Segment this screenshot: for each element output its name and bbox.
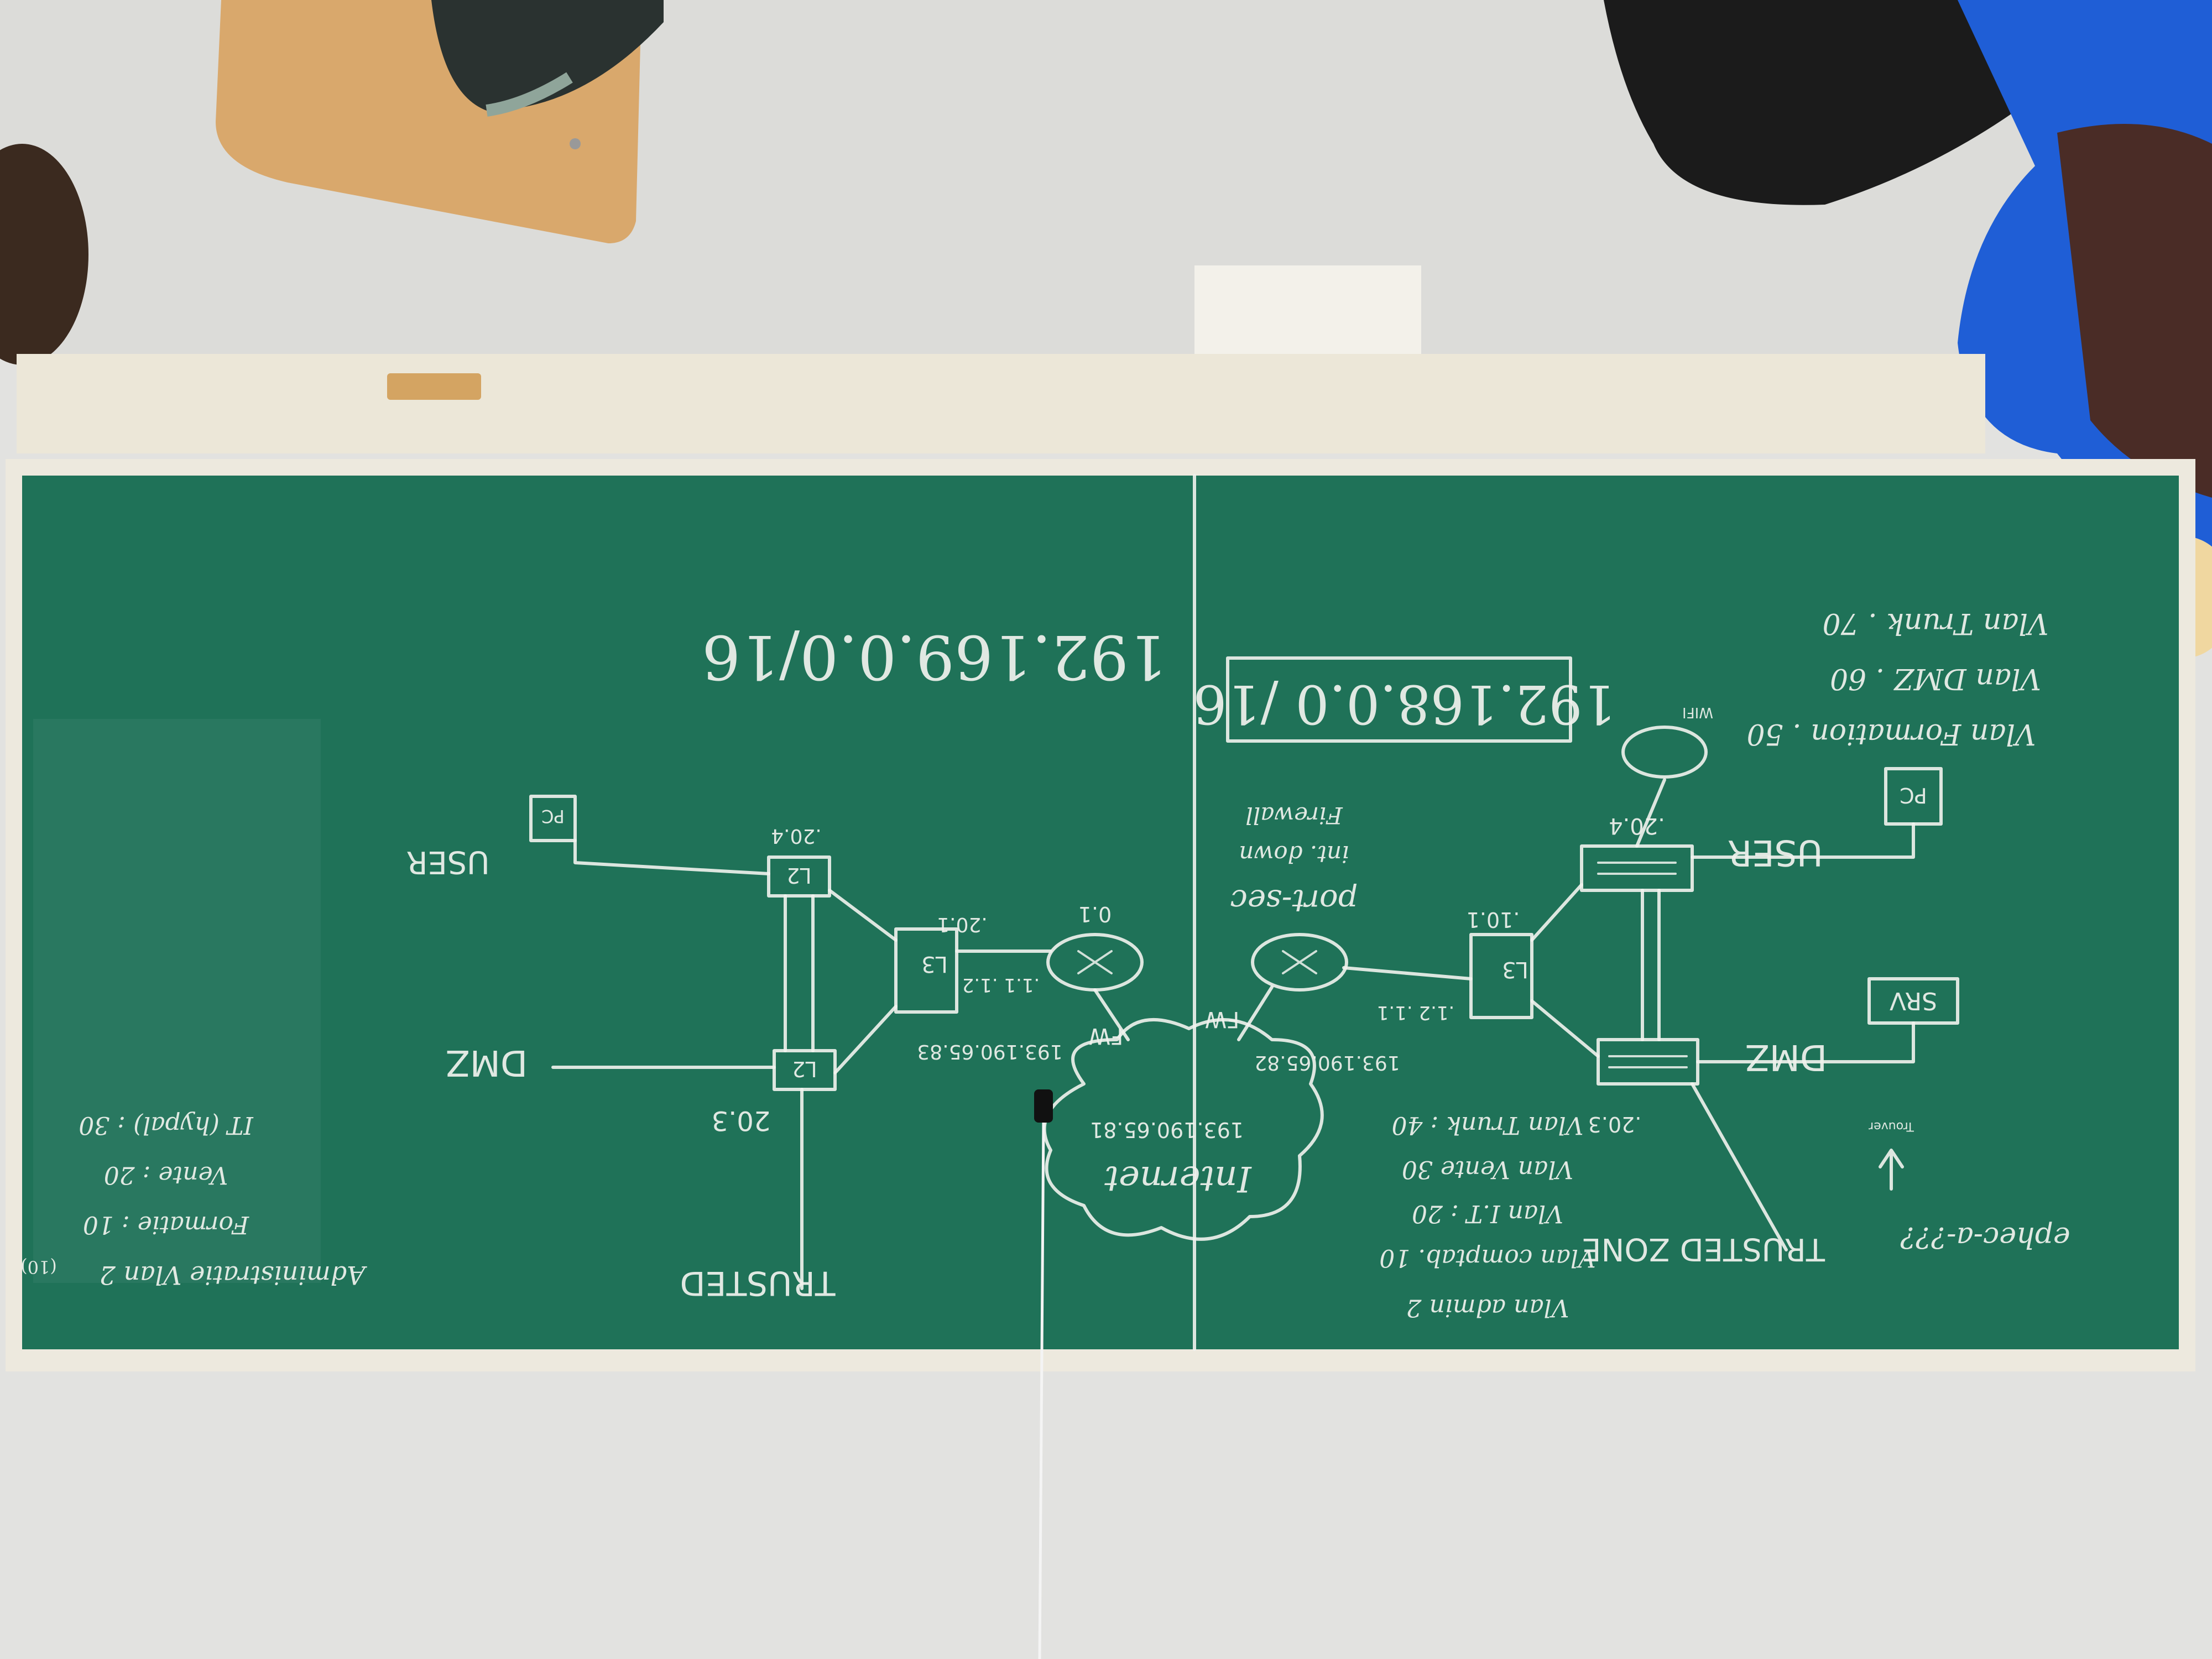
left-l3-box	[894, 927, 958, 1014]
right-wifi-label: WIFI	[1682, 704, 1713, 721]
marker-cap	[1034, 1089, 1053, 1123]
chalk-ledge	[17, 354, 1985, 453]
eraser	[387, 373, 481, 400]
board-smudge	[33, 719, 321, 1283]
right-fw-router	[1251, 933, 1348, 992]
right-vlan-right-0: Vlan Formation . 50	[1747, 717, 2036, 750]
left-l3-ip: .20.1	[937, 913, 988, 936]
internet-ip: 193.190.65.81	[1090, 1118, 1244, 1142]
right-network-box	[1226, 656, 1572, 743]
right-diagram: 192.168.0.0 /16 port-sec int. down Firew…	[1193, 607, 2070, 1322]
left-fw-label: FW	[1089, 1023, 1124, 1048]
left-vlan-item-0: Formatie : 10	[83, 1211, 249, 1239]
left-vlan-title: Administratie Vlan 2	[100, 1260, 368, 1290]
left-l2-bottom	[773, 1049, 837, 1091]
internet-cloud: Internet 193.190.65.81	[1034, 1018, 1324, 1659]
right-note-2: Firewall	[1245, 802, 1343, 829]
left-pc-box	[529, 795, 577, 842]
right-footer: ephec-a-???	[1900, 1220, 2070, 1254]
right-vlan-left-1: Vlan comptab. 10	[1379, 1244, 1595, 1272]
right-arrow	[1879, 1149, 1904, 1191]
left-l2-top-ip: .20.4	[771, 825, 822, 847]
right-switch-bottom-ip: .20.3	[1588, 1112, 1642, 1136]
internet-label: Internet	[1104, 1158, 1252, 1199]
right-vlan-right-2: Vlan Trunk . 70	[1823, 607, 2049, 640]
left-fw-ip: 0.1	[1078, 902, 1112, 926]
right-dmz-label: DMZ	[1745, 1036, 1827, 1077]
right-wifi-ap	[1621, 726, 1708, 779]
ledge-bracket	[1194, 265, 1421, 354]
right-network: 192.168.0.0 /16	[1193, 673, 1616, 735]
right-note-1: int. down	[1239, 841, 1349, 868]
right-wan-ip: 193.190.65.82	[1254, 1051, 1400, 1074]
right-fw-link-ip: .1.2 .1.1	[1377, 1001, 1455, 1024]
left-vlan-item-2: IT (hypal) : 30	[79, 1111, 254, 1139]
left-l2-top	[767, 855, 831, 898]
left-vlan-item-1: Vente : 20	[104, 1161, 228, 1189]
left-zone-label: TRUSTED	[680, 1264, 836, 1302]
left-wan-ip: 193.190.65.83	[917, 1040, 1062, 1063]
chair	[216, 0, 664, 243]
right-user-label: USER	[1728, 832, 1823, 873]
right-l3-label: L3	[1502, 957, 1528, 982]
right-vlan-left-4: Vlan Trunk : 40	[1392, 1111, 1584, 1139]
right-l3-box	[1469, 933, 1533, 1019]
right-zone-label: TRUSTED ZONE	[1582, 1231, 1825, 1267]
left-vlan-number: (10)	[20, 1256, 57, 1277]
left-user-label: USER	[406, 844, 490, 880]
right-note-0: port-sec	[1230, 883, 1358, 919]
right-vlan-left-0: Vlan admin 2	[1406, 1293, 1569, 1322]
right-vlan-right-1: Vlan DMZ . 60	[1830, 662, 2041, 695]
left-links	[551, 839, 1130, 1290]
chalkboard	[22, 476, 2179, 1349]
right-fw-label: FW	[1205, 1006, 1240, 1032]
left-fw-link-ip: .1.1 .1.2	[962, 974, 1040, 996]
cable	[1038, 1122, 1045, 1659]
left-dmz-label: DMZ	[446, 1042, 528, 1083]
left-diagram: 192.169.0.0/16 L3 L2 L2 PC .20.1 .1.1 .1…	[20, 622, 1167, 1302]
left-l2-bottom-label: L2	[792, 1057, 817, 1081]
left-l2-bottom-ip: 20.3	[712, 1105, 771, 1136]
right-l3-ip: .10.1	[1467, 907, 1520, 932]
left-l3-label: L3	[921, 951, 948, 977]
right-vlan-left-3: Vlan Vente 30	[1402, 1155, 1573, 1183]
person-hair-left	[0, 144, 88, 365]
right-pc-label: PC	[1900, 783, 1927, 807]
right-vlan-left-2: Vlan I.T : 20	[1412, 1199, 1563, 1228]
left-l2-top-label: L2	[786, 863, 811, 888]
right-links	[1237, 778, 1915, 1251]
left-pc-label: PC	[541, 806, 565, 827]
jacket	[1604, 0, 2057, 205]
right-arrow-note: Trouver	[1868, 1119, 1914, 1133]
right-switch-top-ip: .20.4	[1609, 813, 1665, 838]
left-network: 192.169.0.0/16	[702, 622, 1167, 692]
right-srv-label: SRV	[1890, 987, 1937, 1015]
